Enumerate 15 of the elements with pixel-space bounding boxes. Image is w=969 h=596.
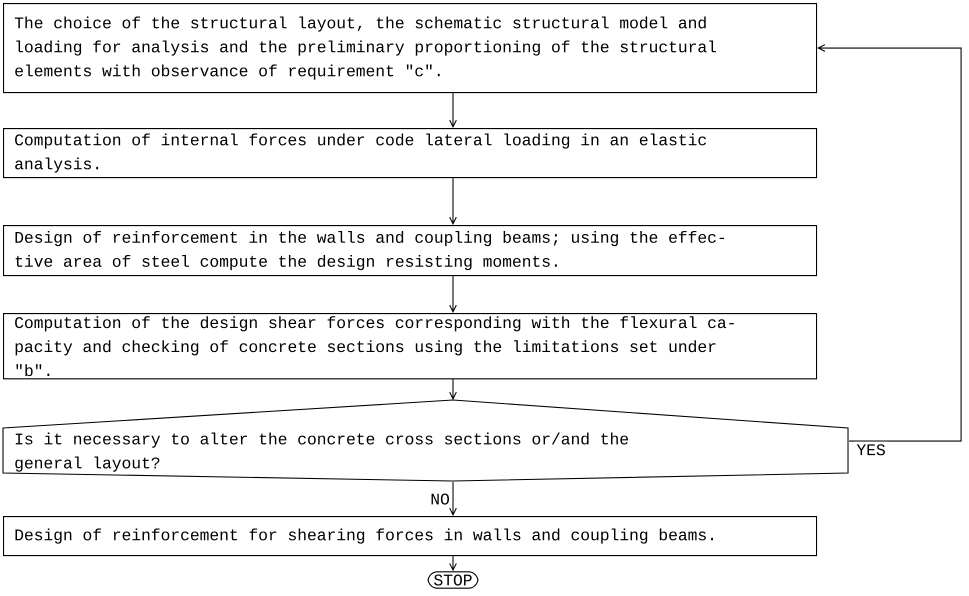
stop-terminal: STOP (428, 571, 478, 589)
process-box: Computation of internal forces under code lateral loading in an elastic analysis. (3, 128, 818, 178)
process-box: The choice of the structural layout, the schematic structural model and loading for analysis and the preliminary proportioning of the structural elements with observance of requirement "c". (3, 3, 818, 94)
arrow (449, 379, 457, 400)
process-box: Design of reinforcement in the walls and coupling beams; using the effec- tive area of steel compute the design resisting moments. (3, 225, 818, 276)
arrow (449, 178, 457, 225)
arrow (449, 276, 457, 313)
arrow (817, 44, 962, 442)
edge-label: NO (428, 490, 452, 508)
edge-label: YES (854, 442, 888, 458)
arrow (449, 482, 457, 516)
arrow (449, 93, 457, 128)
arrow (449, 556, 457, 572)
process-box: Design of reinforcement for shearing forces in walls and coupling beams. (3, 516, 818, 556)
process-box: Computation of the design shear forces corresponding with the flexural ca- pacity and checking of concrete sections using the limitations set under "b". (3, 313, 818, 380)
